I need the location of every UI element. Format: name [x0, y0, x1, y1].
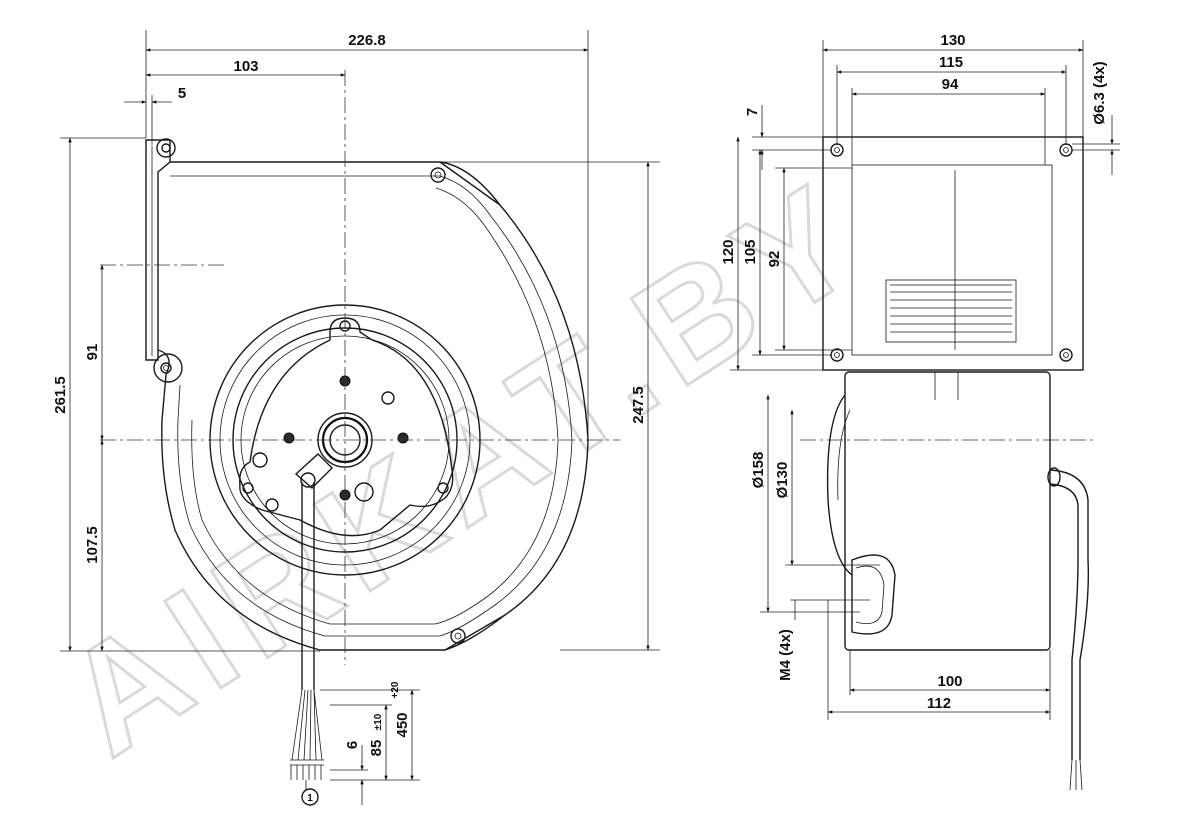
dim-height-right: 247.5 [630, 386, 647, 424]
dim-flange-height: 120 [720, 239, 737, 264]
dim-upper-section: 91 [84, 344, 101, 361]
dim-inner-width: 94 [942, 76, 959, 93]
dim-motor-length: 100 [937, 673, 962, 690]
front-view: 1 226.8 103 5 261.5 91 [52, 30, 660, 806]
dim-strip-length-tol: ±10 [373, 713, 384, 730]
dim-hole-diameter: Ø6.3 (4x) [1091, 61, 1108, 124]
dim-flange-width: 130 [940, 32, 965, 49]
dim-edge-offset: 7 [744, 108, 761, 116]
front-view-dimensions: 226.8 103 5 261.5 91 107.5 247.5 [52, 30, 660, 805]
dim-end-length: 6 [344, 741, 361, 749]
dim-center-offset: 103 [233, 58, 258, 75]
cable: 1 [290, 482, 324, 806]
dim-overall-depth: 112 [927, 695, 951, 712]
dim-overall-height: 261.5 [52, 376, 69, 414]
blower-housing [145, 138, 589, 651]
dim-inner-height: 92 [766, 251, 783, 268]
side-housing [826, 371, 1090, 791]
dim-hole-spacing-width: 115 [939, 54, 963, 71]
dim-flange: 5 [178, 85, 186, 102]
dim-housing-diameter: Ø158 [750, 452, 767, 489]
dim-overall-width: 226.8 [348, 32, 386, 49]
dim-lower-section: 107.5 [84, 526, 101, 564]
dim-motor-diameter: Ø130 [774, 462, 791, 499]
dim-hole-spacing-height: 105 [742, 239, 759, 264]
dim-cable-length: 450 [394, 712, 411, 737]
side-view: 130 115 94 7 Ø6.3 (4x) [720, 32, 1120, 791]
dim-thread: M4 (4x) [777, 629, 794, 681]
dim-cable-length-tol: +20 [390, 681, 401, 698]
callout-marker: 1 [307, 793, 313, 804]
side-view-dimensions: 130 115 94 7 Ø6.3 (4x) [720, 32, 1120, 720]
outlet-flange [822, 136, 1084, 371]
dim-strip-length: 85 [368, 740, 385, 757]
callout-circle [301, 788, 319, 806]
